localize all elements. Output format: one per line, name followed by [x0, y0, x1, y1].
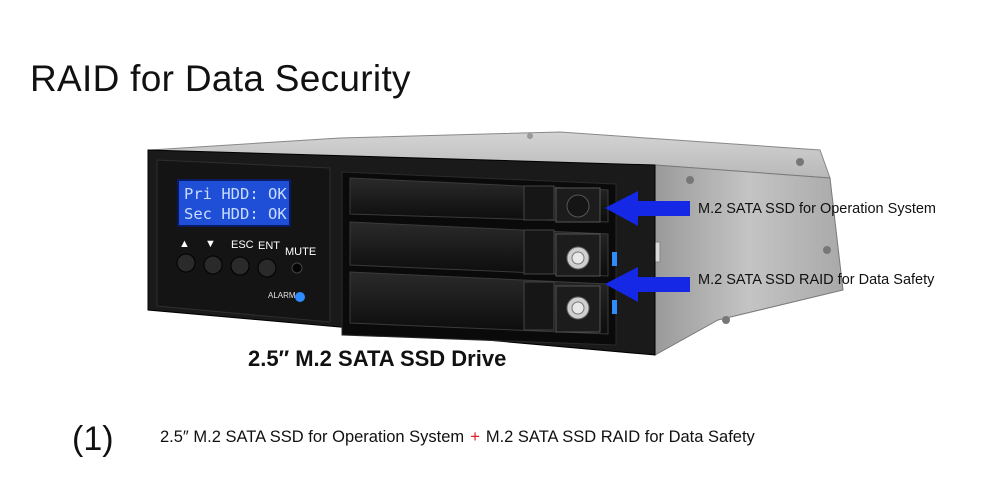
page-title: RAID for Data Security [30, 58, 411, 99]
configuration-description: 2.5″ M.2 SATA SSD for Operation System + M… [160, 428, 755, 447]
esc-label: ESC [231, 239, 254, 251]
alarm-led [295, 292, 305, 302]
configuration-part-2: M.2 SATA SSD RAID for Data Safety [485, 428, 755, 446]
tray-3-latch [523, 281, 555, 331]
mute-button [291, 262, 303, 274]
configuration-part-1: 2.5″ M.2 SATA SSD for Operation System [160, 428, 465, 446]
screw-hole [722, 316, 730, 324]
chassis-side [654, 164, 844, 356]
callout-raid-drives: M.2 SATA SSD RAID for Data Safety [698, 272, 935, 288]
ent-button [257, 258, 277, 278]
arrow-left-icon [605, 267, 690, 302]
tray-1-lock [566, 194, 590, 218]
screw-hole [823, 246, 831, 254]
tray-1-latch [523, 185, 555, 221]
lcd-line-1: Pri HDD: OK [184, 185, 287, 203]
arrow-left-icon [605, 191, 690, 226]
up-button [176, 253, 196, 273]
esc-button [230, 256, 250, 276]
up-arrow-icon: ▲ [179, 238, 190, 250]
mute-label: MUTE [285, 246, 316, 258]
down-arrow-icon: ▼ [205, 238, 216, 250]
configuration-number: (1) [72, 420, 114, 458]
lcd-display [177, 179, 291, 227]
ent-label: ENT [258, 240, 280, 252]
tray-2-led [612, 252, 617, 266]
alarm-label: ALARM [268, 291, 296, 300]
down-button [203, 255, 223, 275]
screw-hole [686, 176, 694, 184]
screw-hole [796, 158, 804, 166]
callout-os-drive: M.2 SATA SSD for Operation System [698, 201, 936, 217]
lcd-line-2: Sec HDD: OK [184, 205, 287, 223]
drive-caption: 2.5″ M.2 SATA SSD Drive [248, 346, 507, 371]
tray-3-led [612, 300, 617, 314]
plus-sign: + [470, 428, 480, 446]
screw-hole [527, 133, 533, 139]
tray-2-latch [523, 229, 555, 275]
